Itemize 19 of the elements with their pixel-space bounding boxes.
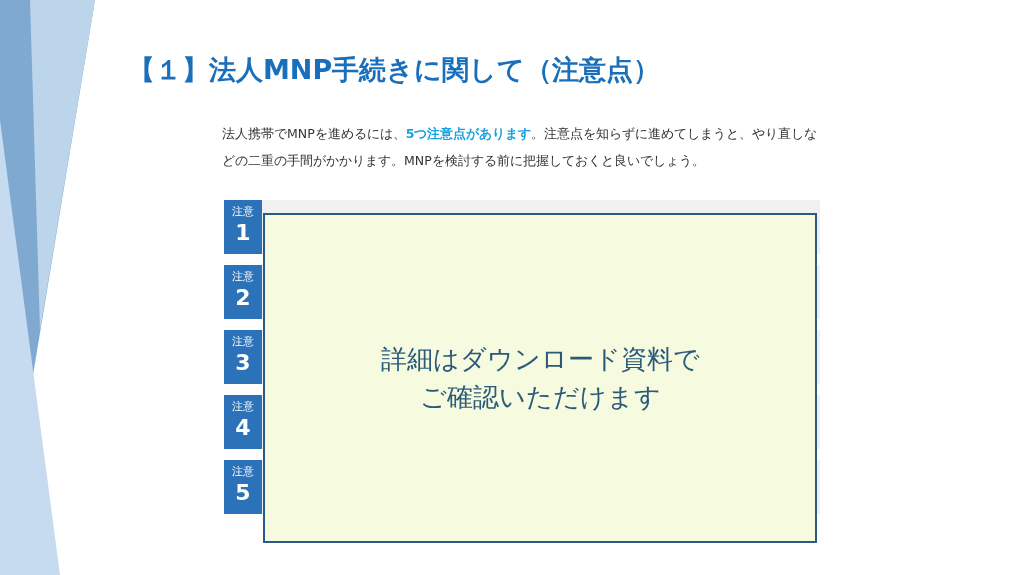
overlay-message: 詳細はダウンロード資料でご確認いただけます [379,343,701,414]
badge-label: 注意 [231,205,255,219]
badge-label: 注意 [231,335,255,349]
badge-number: 5 [234,479,252,507]
overlay-panel [263,213,817,543]
badge-number: 4 [234,414,252,442]
caution-badge [224,265,262,319]
badge-label: 注意 [231,465,255,479]
caution-badge [224,330,262,384]
caution-badge [224,395,262,449]
badge-number: 1 [234,219,252,247]
caution-badge [224,200,262,254]
badge-label: 注意 [231,400,255,414]
badge-number: 2 [234,284,252,312]
badge-number: 3 [234,349,252,377]
intro-paragraph: 法人携帯でMNPを進めるには、5つ注意点があります。注意点を知らずに進めてしまうと、やり直しなどの二重の手間がかかります。MNPを検討する前に把握しておくと良いでしょう。 [222,125,819,170]
slide-title: 【１】法人MNP手続きに関して（注意点） [128,53,661,87]
caution-badge [224,460,262,514]
badge-label: 注意 [231,270,255,284]
